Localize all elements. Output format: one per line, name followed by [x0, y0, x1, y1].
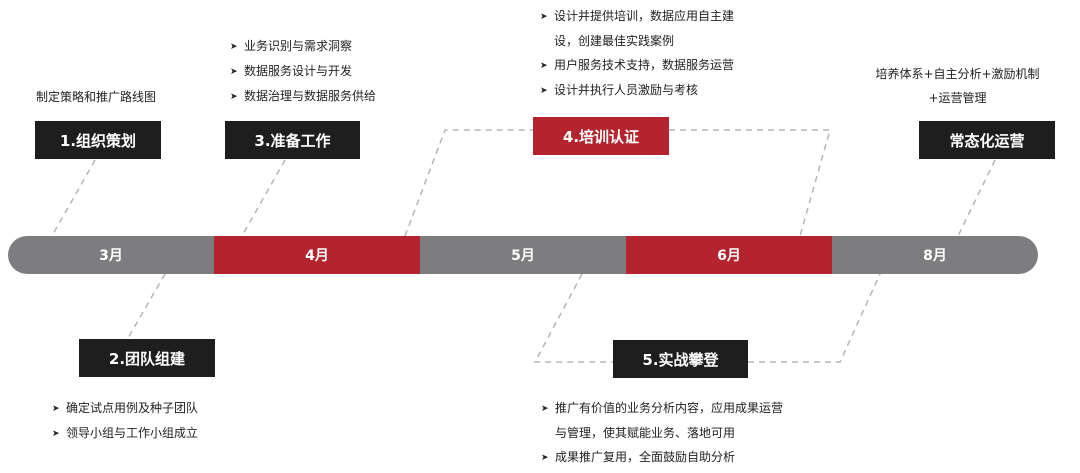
- month-segment-6: 6月: [626, 236, 832, 274]
- stage1-label: 1.组织策划: [59, 131, 137, 150]
- stage1-note: 制定策略和推广路线图: [36, 90, 157, 104]
- stage4-bullets: ➤设计并提供培训，数据应用自主建 设，创建最佳实践案例 ➤用户服务技术支持，数据…: [540, 4, 734, 103]
- stage3-bullets: ➤业务识别与需求洞察 ➤数据服务设计与开发 ➤数据治理与数据服务供给: [230, 34, 376, 109]
- connector-s5-right: [748, 273, 881, 363]
- stage2-bullets: ➤确定试点用例及种子团队 ➤领导小组与工作小组成立: [52, 396, 198, 446]
- list-item: 设，创建最佳实践案例: [554, 34, 675, 48]
- stage3-label: 3.准备工作: [254, 131, 331, 150]
- list-item: ➤数据治理与数据服务供给: [230, 84, 376, 109]
- stage4-box: 4.培训认证: [533, 117, 669, 155]
- timeline-bar: 3月 4月 5月 6月 8月: [8, 236, 1038, 274]
- stage6-note: 培养体系+自主分析+激励机制 +运营管理: [875, 67, 1040, 105]
- list-item: ➤用户服务技术支持，数据服务运营: [540, 53, 734, 78]
- right-arrow-bullet-icon: ➤: [541, 453, 549, 463]
- right-arrow-bullet-icon: ➤: [52, 404, 60, 414]
- right-arrow-bullet-icon: ➤: [540, 86, 548, 96]
- month-label: 8月: [923, 248, 947, 264]
- month-segment-3: 3月: [8, 236, 214, 274]
- list-item: 与管理，使其赋能业务、落地可用: [555, 426, 736, 440]
- connector-s6: [957, 159, 996, 237]
- right-arrow-bullet-icon: ➤: [540, 61, 548, 71]
- list-item: ➤设计并提供培训，数据应用自主建: [540, 4, 734, 29]
- stage3-box: 3.准备工作: [225, 121, 360, 159]
- month-segment-5: 5月: [420, 236, 626, 274]
- right-arrow-bullet-icon: ➤: [52, 429, 60, 439]
- stage6-label: 常态化运营: [949, 131, 1025, 150]
- stage1-box: 1.组织策划: [35, 121, 161, 159]
- connector-s4-left: [404, 129, 533, 237]
- right-arrow-bullet-icon: ➤: [230, 67, 238, 77]
- list-item: ➤领导小组与工作小组成立: [52, 421, 198, 446]
- right-arrow-bullet-icon: ➤: [230, 92, 238, 102]
- stage5-bullets: ➤推广有价值的业务分析内容，应用成果运营 与管理，使其赋能业务、落地可用 ➤成果…: [541, 396, 783, 470]
- stage5-box: 5.实战攀登: [613, 340, 748, 378]
- list-item: ➤设计并执行人员激励与考核: [540, 78, 734, 103]
- connector-s2: [127, 273, 166, 339]
- stage2-label: 2.团队组建: [108, 349, 186, 368]
- month-label: 5月: [511, 248, 535, 264]
- list-item: ➤成果推广复用，全面鼓励自助分析: [541, 445, 783, 470]
- list-item: ➤推广有价值的业务分析内容，应用成果运营: [541, 396, 783, 421]
- stage6-box: 常态化运营: [919, 121, 1055, 159]
- right-arrow-bullet-icon: ➤: [541, 404, 549, 414]
- connector-s3: [241, 159, 286, 237]
- right-arrow-bullet-icon: ➤: [540, 12, 548, 22]
- list-item: ➤确定试点用例及种子团队: [52, 396, 198, 421]
- connector-s4-right: [669, 129, 831, 237]
- month-label: 6月: [717, 248, 741, 264]
- stage5-label: 5.实战攀登: [642, 350, 719, 369]
- month-label: 3月: [99, 248, 123, 264]
- stage2-box: 2.团队组建: [79, 339, 215, 377]
- stage4-label: 4.培训认证: [562, 127, 640, 146]
- connector-s5-left: [533, 273, 613, 363]
- month-segment-8: 8月: [832, 236, 1038, 274]
- month-segment-4: 4月: [214, 236, 420, 274]
- list-item: ➤业务识别与需求洞察: [230, 34, 376, 59]
- list-item: ➤数据服务设计与开发: [230, 59, 376, 84]
- month-label: 4月: [305, 248, 329, 264]
- connector-s1: [51, 159, 96, 237]
- right-arrow-bullet-icon: ➤: [230, 42, 238, 52]
